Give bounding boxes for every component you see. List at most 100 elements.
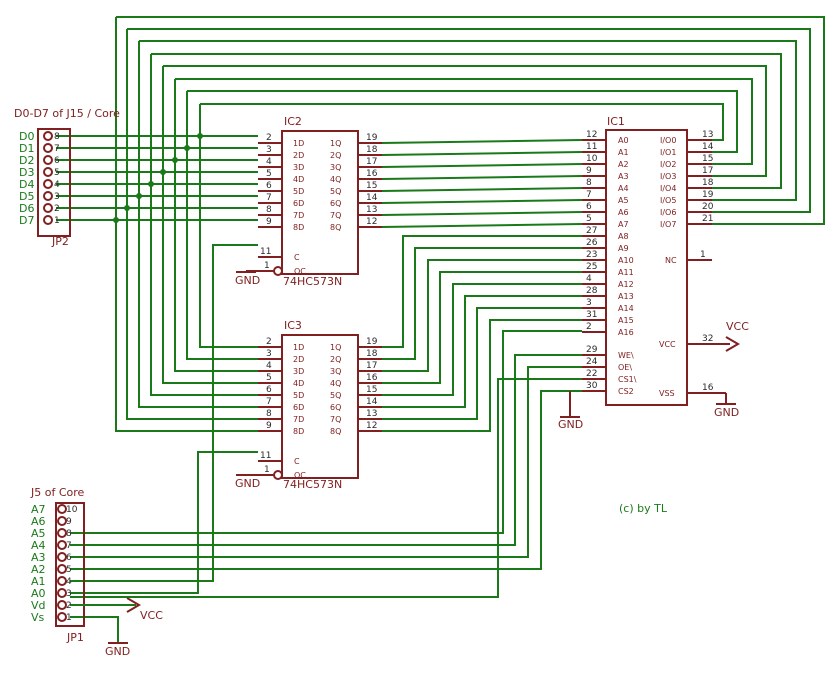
ic3-d-pin-number: 8 (266, 409, 272, 419)
ic2-name: IC2 (284, 115, 302, 128)
junction-dot (197, 133, 203, 139)
ic2-d-label: 3D (293, 163, 304, 172)
ic1-addr-pin-number: 25 (586, 262, 597, 272)
jp2-pin-circle (43, 131, 53, 141)
ic1-ctrl-pin-number: 22 (586, 369, 597, 379)
we-wire (70, 354, 582, 546)
addr-high-wire (382, 271, 582, 384)
ic1-vcc-pin-number: 32 (702, 334, 713, 344)
ic3-oc-label: OC (294, 471, 306, 480)
ic2-q-pin-number: 16 (366, 169, 378, 179)
jp1-pin-number: 10 (66, 505, 78, 515)
ic3-q-pin-number: 19 (366, 337, 378, 347)
ic1-ctrl-label: CS2 (618, 387, 634, 396)
addr-high-wire (382, 283, 582, 396)
ic3-q-pin-number: 14 (366, 397, 378, 407)
ic1-addr-label: A15 (618, 316, 634, 325)
ic3-q-pin-number: 18 (366, 349, 378, 359)
jp1-pin-circle (57, 612, 67, 622)
data-wire-ic3 (174, 79, 258, 372)
ic3-q-label: 8Q (330, 427, 341, 436)
junction-dot (113, 217, 119, 223)
a16-wire (70, 330, 582, 534)
ic2-type: 74HC573N (283, 275, 342, 288)
ic1-io-label: I/O4 (660, 184, 676, 193)
jp2-label: D6 (19, 202, 34, 215)
ic1-addr-pin-number: 9 (586, 166, 592, 176)
ic1-ctrl-pin-number: 29 (586, 345, 598, 355)
ic1-name: IC1 (607, 115, 625, 128)
addr-low-wire (381, 223, 583, 228)
ic2-q-pin-number: 13 (366, 205, 377, 215)
jp1-pin-circle (57, 528, 67, 538)
ic2-le-wire (70, 244, 258, 582)
ic1-addr-pin-number: 2 (586, 322, 592, 332)
ic1-ctrl-label: OE\ (618, 363, 632, 372)
ic1-io-pin-number: 18 (702, 178, 714, 188)
ic2-d-pin-number: 5 (266, 169, 272, 179)
ic3-q-label: 7Q (330, 415, 341, 424)
data-wire-ic3 (115, 17, 258, 432)
ic3-q-label: 1Q (330, 343, 341, 352)
jp2-pin-circle (43, 191, 53, 201)
ic2-d-label: 4D (293, 175, 304, 184)
gnd-wire (70, 616, 119, 643)
vcc-arrow (126, 597, 141, 613)
ic2-q-pin-number: 12 (366, 217, 377, 227)
junctions (113, 133, 203, 223)
junction-dot (148, 181, 154, 187)
ic1-io-label: I/O5 (660, 196, 676, 205)
jp1-pin-number: 3 (66, 589, 72, 599)
jp1-pin-number: 8 (66, 529, 72, 539)
ic2-q-pin-number: 19 (366, 133, 378, 143)
ic1-io-label: I/O3 (660, 172, 676, 181)
jp2-pin-number: 5 (54, 168, 60, 178)
gnd-text: GND (714, 406, 739, 419)
data-wire-io (175, 78, 753, 165)
jp1-pin-number: 1 (66, 613, 72, 623)
ic3-d-label: 4D (293, 379, 304, 388)
ic1-ctrl-pin-number: 24 (586, 357, 598, 367)
data-wire-ic3 (186, 91, 258, 360)
addr-low-wire (381, 175, 583, 180)
jp1-label: A7 (31, 503, 46, 516)
ic1-ctrl-pin-number: 30 (586, 381, 598, 391)
data-wire-io (187, 90, 738, 153)
jp2-caption: D0-D7 of J15 / Core (14, 107, 120, 120)
addr-high-wire (382, 307, 582, 420)
jp2-pin-number: 2 (54, 204, 60, 214)
ic1-addr-label: A9 (618, 244, 629, 253)
jp1-label: Vs (31, 611, 45, 624)
ic1-io-pin-number: 17 (702, 166, 713, 176)
ic1-io-label: I/O0 (660, 136, 676, 145)
ic3-c-pin-number: 11 (260, 451, 271, 461)
ic1-body (605, 129, 688, 406)
jp1-caption: J5 of Core (30, 486, 85, 499)
ic3-d-label: 8D (293, 427, 304, 436)
ic2-d-pin-number: 4 (266, 157, 272, 167)
jp2-pin-circle (43, 203, 53, 213)
jp2-pin-circle (43, 179, 53, 189)
ic1-addr-pin-number: 28 (586, 286, 598, 296)
ic3-q-pin-number: 15 (366, 385, 377, 395)
ic3-q-label: 4Q (330, 379, 341, 388)
ic2-q-label: 3Q (330, 163, 341, 172)
ic1-addr-label: A0 (618, 136, 629, 145)
ic3-q-pin-number: 13 (366, 409, 377, 419)
ic3-d-pin-number: 4 (266, 361, 272, 371)
ic2-d-pin-number: 7 (266, 193, 272, 203)
jp1-label: A1 (31, 575, 46, 588)
ic1-addr-label: A10 (618, 256, 634, 265)
data-wire-io (116, 16, 825, 225)
jp1-name: JP1 (66, 631, 84, 644)
ic2-q-pin-number: 14 (366, 193, 378, 203)
jp1-pin-number: 9 (66, 517, 72, 527)
ic2-q-label: 6Q (330, 199, 341, 208)
jp2-pin-number: 7 (54, 144, 60, 154)
jp1-label: A2 (31, 563, 46, 576)
ic3-q-label: 3Q (330, 367, 341, 376)
ic1-addr-label: A12 (618, 280, 634, 289)
addr-low-wire (381, 139, 583, 144)
ic1-addr-pin-number: 8 (586, 178, 592, 188)
